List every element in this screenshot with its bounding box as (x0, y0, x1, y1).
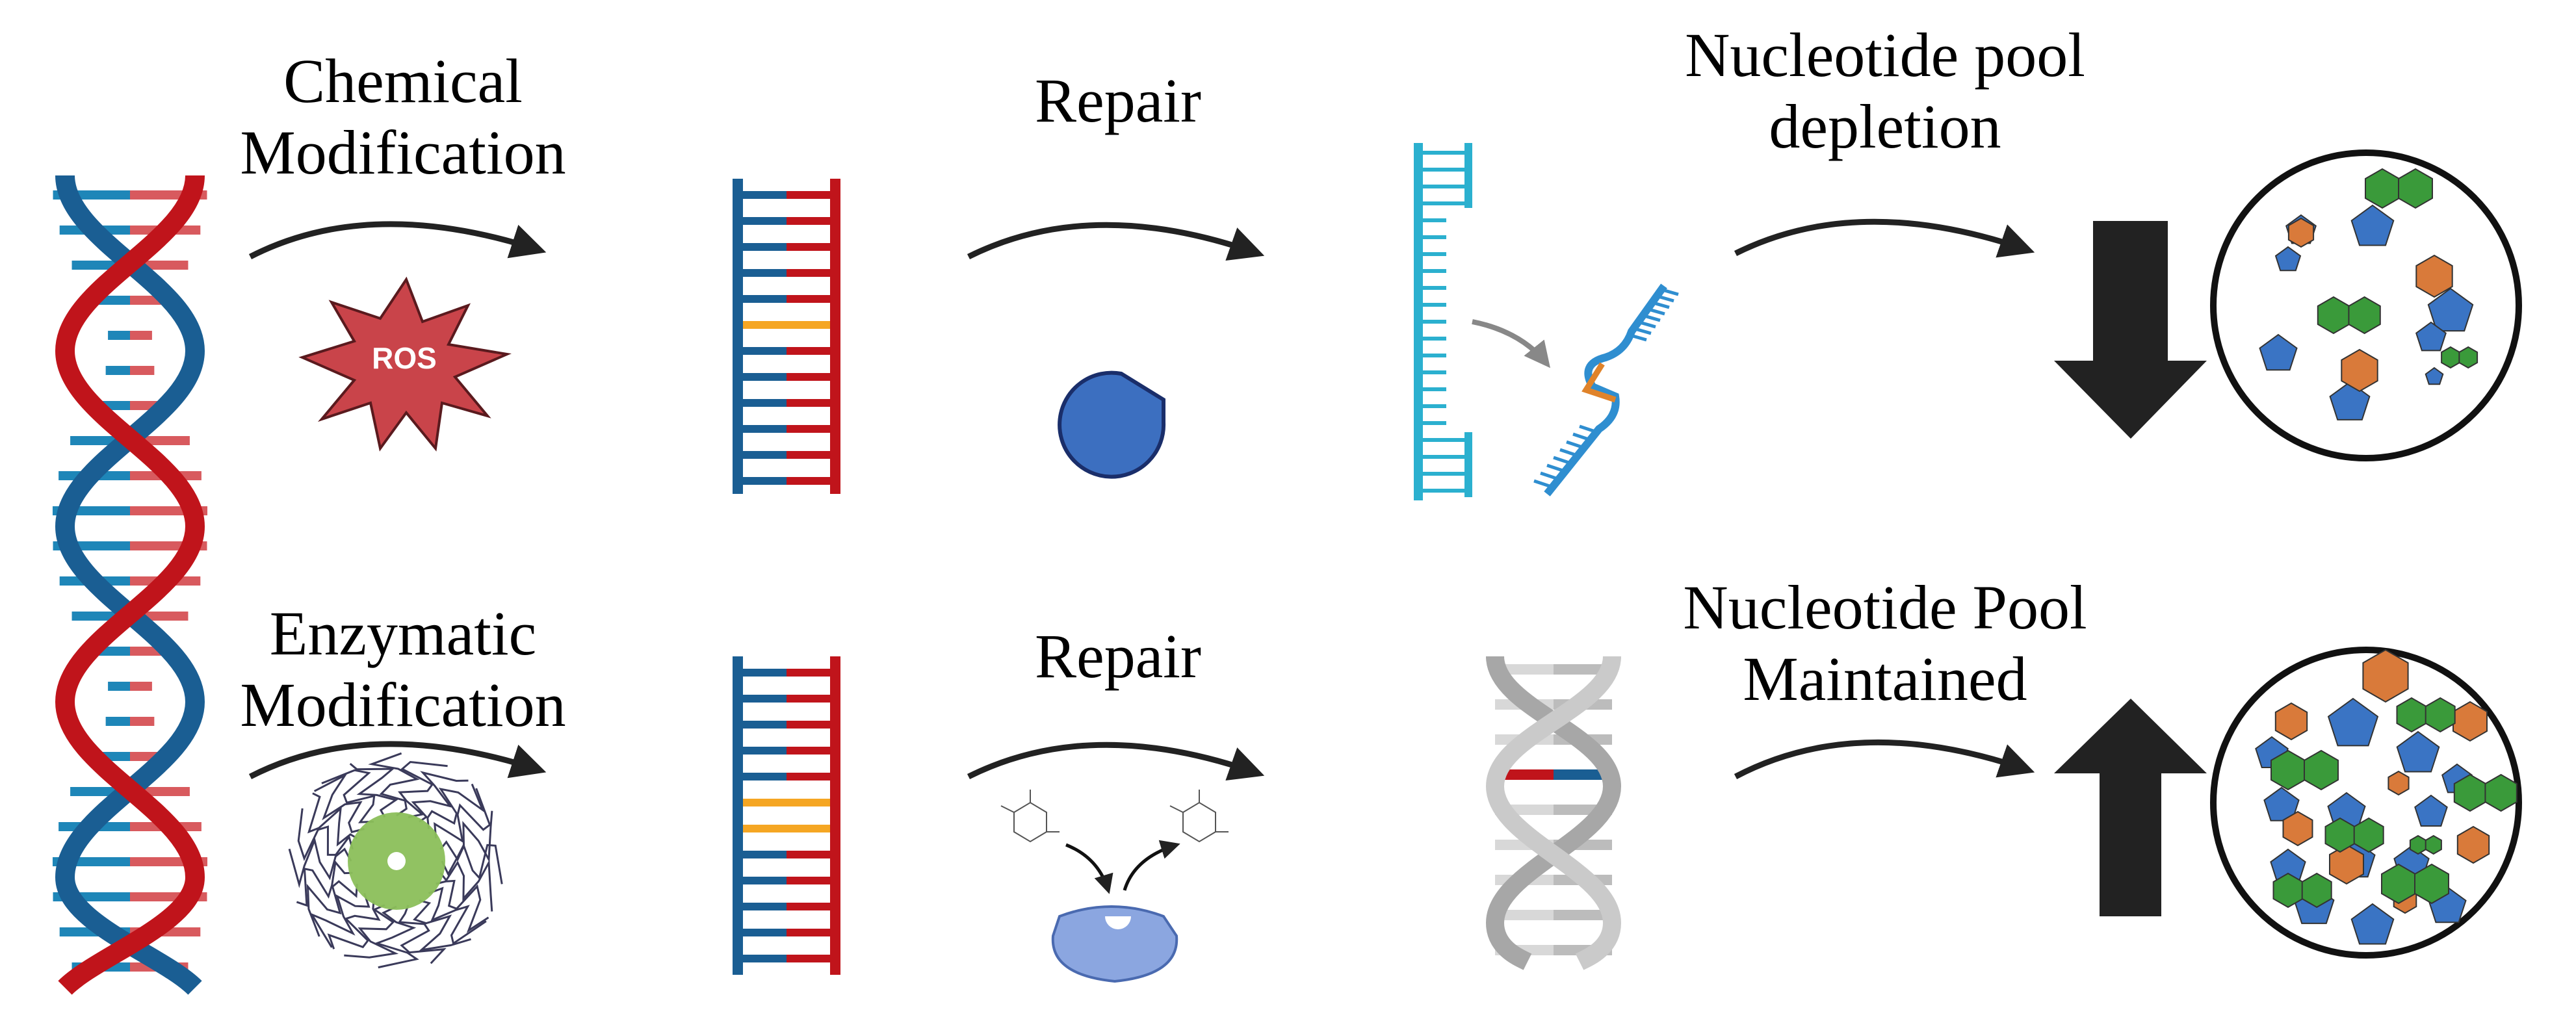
damaged-dna-icon (733, 656, 840, 975)
arrow-damaged-to-repair (967, 222, 1265, 261)
arrow-helix-to-maintained (1734, 739, 2035, 779)
chemical-modification-label: Chemical Modification (240, 46, 566, 187)
svg-text:ROS: ROS (372, 341, 437, 375)
enzyme-protein-icon (288, 752, 503, 969)
nucleotide-pool-maintained-label: Nucleotide Pool Maintained (1683, 573, 2087, 714)
repair-enzyme-icon (1000, 790, 1229, 983)
up-arrow-icon (2054, 699, 2207, 916)
top-repair-label: Repair (1035, 66, 1201, 135)
bottom-repair-label: Repair (1035, 621, 1201, 691)
arrow-chem-to-damaged (248, 221, 547, 260)
excision-strand-icon (1414, 143, 1679, 500)
nucleotide-pool-icon (2210, 149, 2522, 461)
nucleotide-pool-depletion-label: Nucleotide pool depletion (1685, 20, 2085, 161)
ros-burst-icon: ROS (298, 276, 512, 452)
arrow-excision-to-depletion (1734, 218, 2035, 258)
damaged-dna-icon (733, 179, 840, 494)
dna-helix-icon (52, 174, 208, 995)
arrow-damaged-to-repair-2 (967, 742, 1265, 781)
pacman-enzyme-icon (1058, 370, 1166, 479)
arrow-enz-to-damaged (248, 741, 547, 780)
enzymatic-modification-label: Enzymatic Modification (240, 599, 566, 740)
nucleotide-pool-icon (2210, 647, 2522, 959)
down-arrow-icon (2054, 221, 2207, 439)
gray-dna-helix-icon (1485, 655, 1622, 970)
